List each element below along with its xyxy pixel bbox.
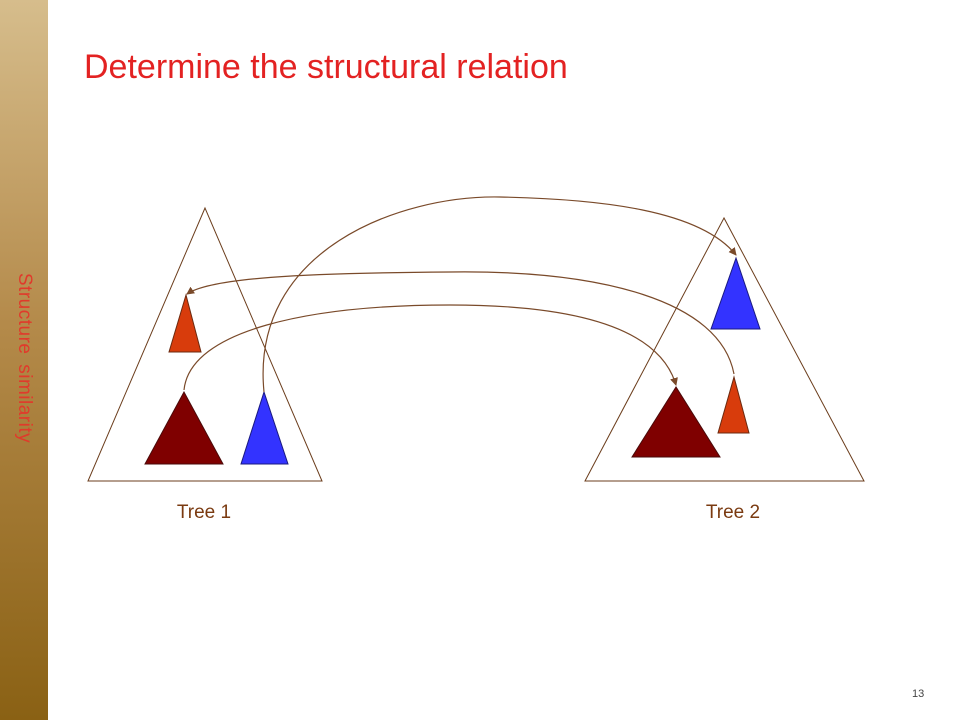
tree1-label: Tree 1 bbox=[177, 502, 231, 523]
arrow-orange-to-orange bbox=[186, 271, 735, 375]
tree2-orange-subtree bbox=[717, 375, 750, 434]
tree1-blue-subtree bbox=[240, 390, 289, 465]
tree1-darkred-subtree bbox=[144, 390, 224, 465]
arrow-blue-to-blue bbox=[262, 196, 737, 393]
slide-title: Determine the structural relation bbox=[84, 48, 568, 86]
tree1-orange-subtree bbox=[168, 293, 202, 353]
tree2-label: Tree 2 bbox=[706, 502, 760, 523]
arrow-darkred-to-darkred bbox=[183, 304, 678, 391]
side-bar: Structure similarity bbox=[0, 0, 48, 720]
tree1-outline bbox=[87, 206, 323, 482]
tree2-darkred-subtree bbox=[631, 386, 721, 458]
page-number: 13 bbox=[912, 688, 925, 700]
tree2-blue-subtree bbox=[710, 256, 761, 330]
tree2-outline bbox=[584, 216, 865, 482]
